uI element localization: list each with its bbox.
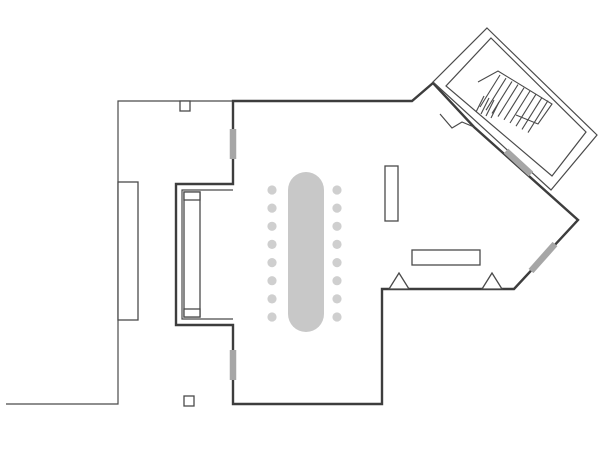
- stair-tower: [432, 27, 598, 191]
- column-bottom-left: [183, 395, 195, 407]
- chair-right: [332, 294, 342, 304]
- chair-left: [267, 258, 277, 268]
- chair-right: [332, 276, 342, 286]
- column-top-left: [179, 100, 191, 112]
- chair-left: [267, 221, 277, 231]
- chair-left: [267, 294, 277, 304]
- screen-unit: [183, 191, 201, 318]
- conference-table: [288, 172, 324, 332]
- stair-tread: [521, 97, 543, 130]
- stair-flight-outline: [477, 70, 553, 125]
- chair-right: [332, 258, 342, 268]
- stair-tread: [515, 93, 537, 127]
- chair-right: [332, 239, 342, 249]
- stair-tread: [491, 81, 513, 114]
- door-right: [528, 241, 558, 274]
- stair-tower-inner: [445, 37, 587, 177]
- wall-marker-left: [387, 271, 411, 290]
- chair-right: [332, 203, 342, 213]
- chair-right: [332, 312, 342, 322]
- chair-right: [332, 185, 342, 195]
- stair-tread: [509, 90, 531, 124]
- chair-right: [332, 221, 342, 231]
- stair-tread: [480, 97, 490, 115]
- screen-unit-top-cap: [183, 191, 201, 201]
- stair-tread: [485, 99, 495, 117]
- sideboard-horizontal: [411, 249, 481, 266]
- stair-tread: [479, 74, 501, 108]
- sideboard-vertical: [384, 165, 399, 222]
- chair-left: [267, 276, 277, 286]
- stair-tread: [475, 95, 485, 113]
- main-wall-outline: [174, 81, 580, 406]
- stair-tread: [485, 77, 507, 111]
- stair-tread: [490, 101, 500, 119]
- chair-left: [267, 239, 277, 249]
- wall-marker-right: [480, 271, 504, 290]
- side-panel: [117, 181, 139, 321]
- stair-notch-wall: [439, 113, 475, 129]
- stair-tread: [497, 84, 519, 117]
- screen-unit-bottom-cap: [183, 308, 201, 318]
- stair-tread: [503, 87, 525, 121]
- chair-row-left: [267, 185, 277, 322]
- door-stair: [503, 148, 534, 177]
- chair-left: [267, 312, 277, 322]
- chair-left: [267, 185, 277, 195]
- stair-tower-outer: [432, 27, 598, 191]
- recess-inner-wall: [181, 189, 233, 320]
- chair-row-right: [332, 185, 342, 322]
- staircase: [475, 70, 553, 133]
- stair-tread: [527, 100, 549, 133]
- chair-left: [267, 203, 277, 213]
